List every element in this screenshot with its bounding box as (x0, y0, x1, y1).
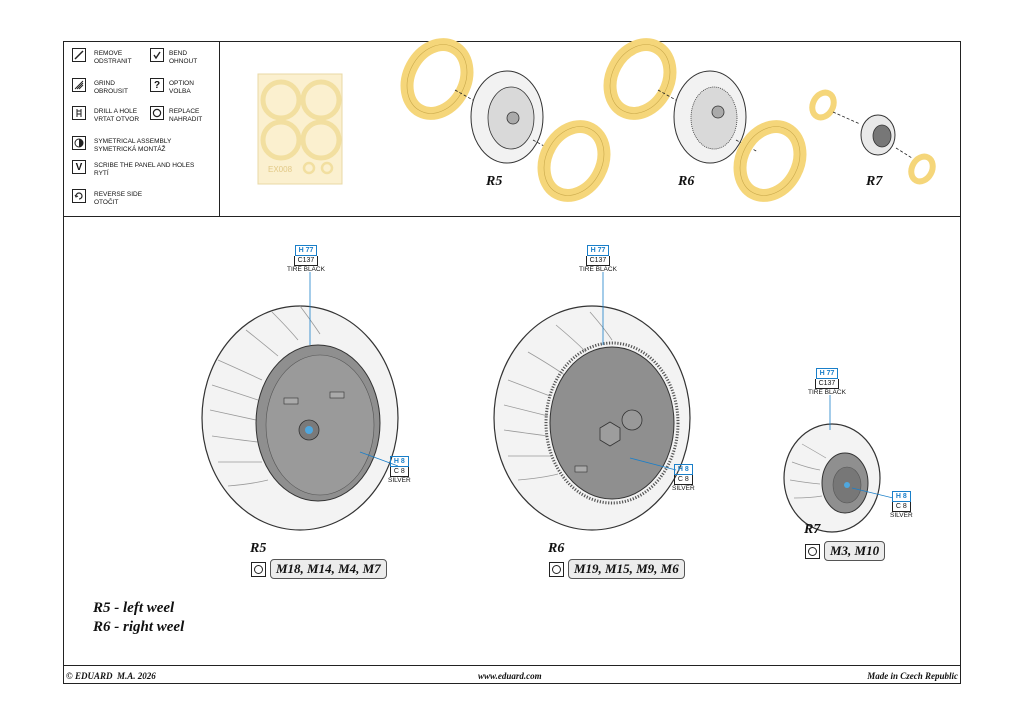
main-panel-frame (63, 216, 961, 666)
legend-drill: DRILL A HOLE VRTAT OTVOR (94, 108, 140, 123)
note-r5: R5 - left weel (93, 600, 175, 616)
legend: REMOVE ODSTRANIT BEND OHNOUT GRIND OBROU… (63, 41, 219, 216)
r7-hub-paint: H 8 C 8 SILVER (890, 491, 913, 520)
remove-icon (72, 48, 86, 62)
r6-tire-h: H 77 (586, 245, 610, 256)
r5-hub-paint: H 8 C 8 SILVER (388, 456, 411, 485)
replace-icon (549, 561, 564, 577)
r7-hub-c: C 8 (891, 502, 911, 512)
drill-icon (72, 106, 86, 120)
r6-hub-name: SILVER (672, 485, 695, 492)
legend-remove: REMOVE ODSTRANIT (94, 50, 132, 65)
r6-hub-c: C 8 (673, 475, 693, 485)
part-label-r7: R7 (804, 522, 821, 537)
replace-icon (150, 106, 164, 120)
reverse-side-icon (72, 189, 86, 203)
r7-replace-row: M3, M10 (805, 541, 886, 561)
legend-replace: REPLACE NAHRADIT (169, 108, 203, 123)
r5-replace-row: M18, M14, M4, M7 (251, 559, 387, 579)
symmetrical-icon (72, 136, 86, 150)
r7-hub-h: H 8 (891, 491, 911, 502)
r7-replaced-parts: M3, M10 (824, 541, 886, 561)
r6-tire-name: TIRE BLACK (579, 266, 617, 273)
r7-tire-h: H 77 (815, 368, 839, 379)
footer-made-in: Made in Czech Republic (867, 671, 958, 681)
legend-scribe: SCRIBE THE PANEL AND HOLES RYTÍ (94, 162, 195, 177)
r5-tire-paint: H 77 C137 TIRE BLACK (287, 245, 325, 274)
r6-tire-paint: H 77 C137 TIRE BLACK (579, 245, 617, 274)
legend-reverse: REVERSE SIDE OTOČIT (94, 191, 143, 206)
r5-hub-h: H 8 (389, 456, 409, 467)
r7-tire-name: TIRE BLACK (808, 389, 846, 396)
r7-hub-name: SILVER (890, 512, 913, 519)
top-label-r5: R5 (486, 174, 503, 189)
footer-website[interactable]: www.eduard.com (478, 671, 542, 681)
footer-copyright: © EDUARD M.A. 2026 (66, 671, 156, 681)
top-label-r7: R7 (866, 174, 883, 189)
r5-hub-c: C 8 (389, 467, 409, 477)
r6-hub-paint: H 8 C 8 SILVER (672, 464, 695, 493)
replace-icon (805, 543, 820, 559)
r6-hub-h: H 8 (673, 464, 693, 475)
legend-symmetrical: SYMETRICAL ASSEMBLY SYMETRICKÁ MONTÁŽ (94, 138, 172, 153)
top-label-r6: R6 (678, 174, 695, 189)
part-label-r5: R5 (250, 541, 267, 556)
r6-tire-c: C137 (585, 256, 611, 266)
r5-tire-name: TIRE BLACK (287, 266, 325, 273)
legend-option: OPTION VOLBA (169, 80, 194, 95)
note-r6: R6 - right weel (93, 619, 185, 635)
scribe-icon: V (72, 160, 86, 174)
replace-icon (251, 561, 266, 577)
r5-tire-c: C137 (293, 256, 319, 266)
footer-frame (63, 665, 961, 684)
legend-grind: GRIND OBROUSIT (94, 80, 128, 95)
bend-icon (150, 48, 164, 62)
r5-hub-name: SILVER (388, 477, 411, 484)
r7-tire-c: C137 (814, 379, 840, 389)
r6-replaced-parts: M19, M15, M9, M6 (568, 559, 685, 579)
r7-tire-paint: H 77 C137 TIRE BLACK (808, 368, 846, 397)
r5-tire-h: H 77 (294, 245, 318, 256)
r6-replace-row: M19, M15, M9, M6 (549, 559, 685, 579)
option-icon: ? (150, 78, 164, 92)
part-label-r6: R6 (548, 541, 565, 556)
mask-sheet-code: EX008 (268, 165, 293, 174)
legend-bend: BEND OHNOUT (169, 50, 198, 65)
grind-icon (72, 78, 86, 92)
r5-replaced-parts: M18, M14, M4, M7 (270, 559, 387, 579)
